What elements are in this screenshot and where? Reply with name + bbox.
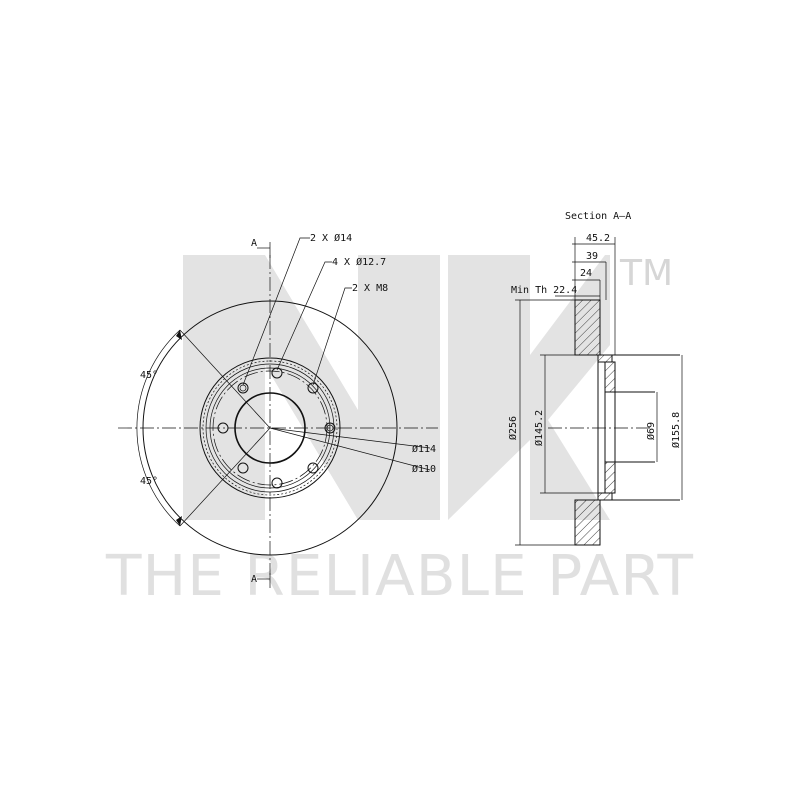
angle-lower: 45° <box>140 476 158 487</box>
min-thickness: Min Th 22.4 <box>511 285 577 296</box>
diameter-256: Ø256 <box>507 416 519 440</box>
angle-upper: 45° <box>140 370 158 381</box>
nk-logo-watermark: NK <box>183 255 610 520</box>
callout-thread-m8: 2 X M8 <box>352 283 388 294</box>
front-view: A A 2 X Ø14 4 X Ø12.7 2 X M8 45° 45° Ø11… <box>118 232 438 588</box>
trademark-symbol: TM <box>619 253 673 294</box>
section-title: Section A–A <box>565 211 631 222</box>
callout-holes-14: 2 X Ø14 <box>310 232 352 244</box>
diameter-69: Ø69 <box>645 422 657 440</box>
diameter-110: Ø110 <box>412 463 436 475</box>
diameter-114: Ø114 <box>412 443 436 455</box>
section-mark-top: A <box>251 238 257 249</box>
width-24: 24 <box>580 268 592 279</box>
callout-holes-12-7: 4 X Ø12.7 <box>332 256 386 268</box>
width-39: 39 <box>586 251 598 262</box>
width-overall: 45.2 <box>586 233 610 244</box>
section-view: Section A–A 45.2 39 24 Min Th 22.4 <box>507 211 683 546</box>
section-mark-bottom: A <box>251 574 257 585</box>
tagline: THE RELIABLE PART <box>105 544 694 609</box>
diameter-155-8: Ø155.8 <box>670 412 682 448</box>
diameter-145-2: Ø145.2 <box>533 410 545 446</box>
